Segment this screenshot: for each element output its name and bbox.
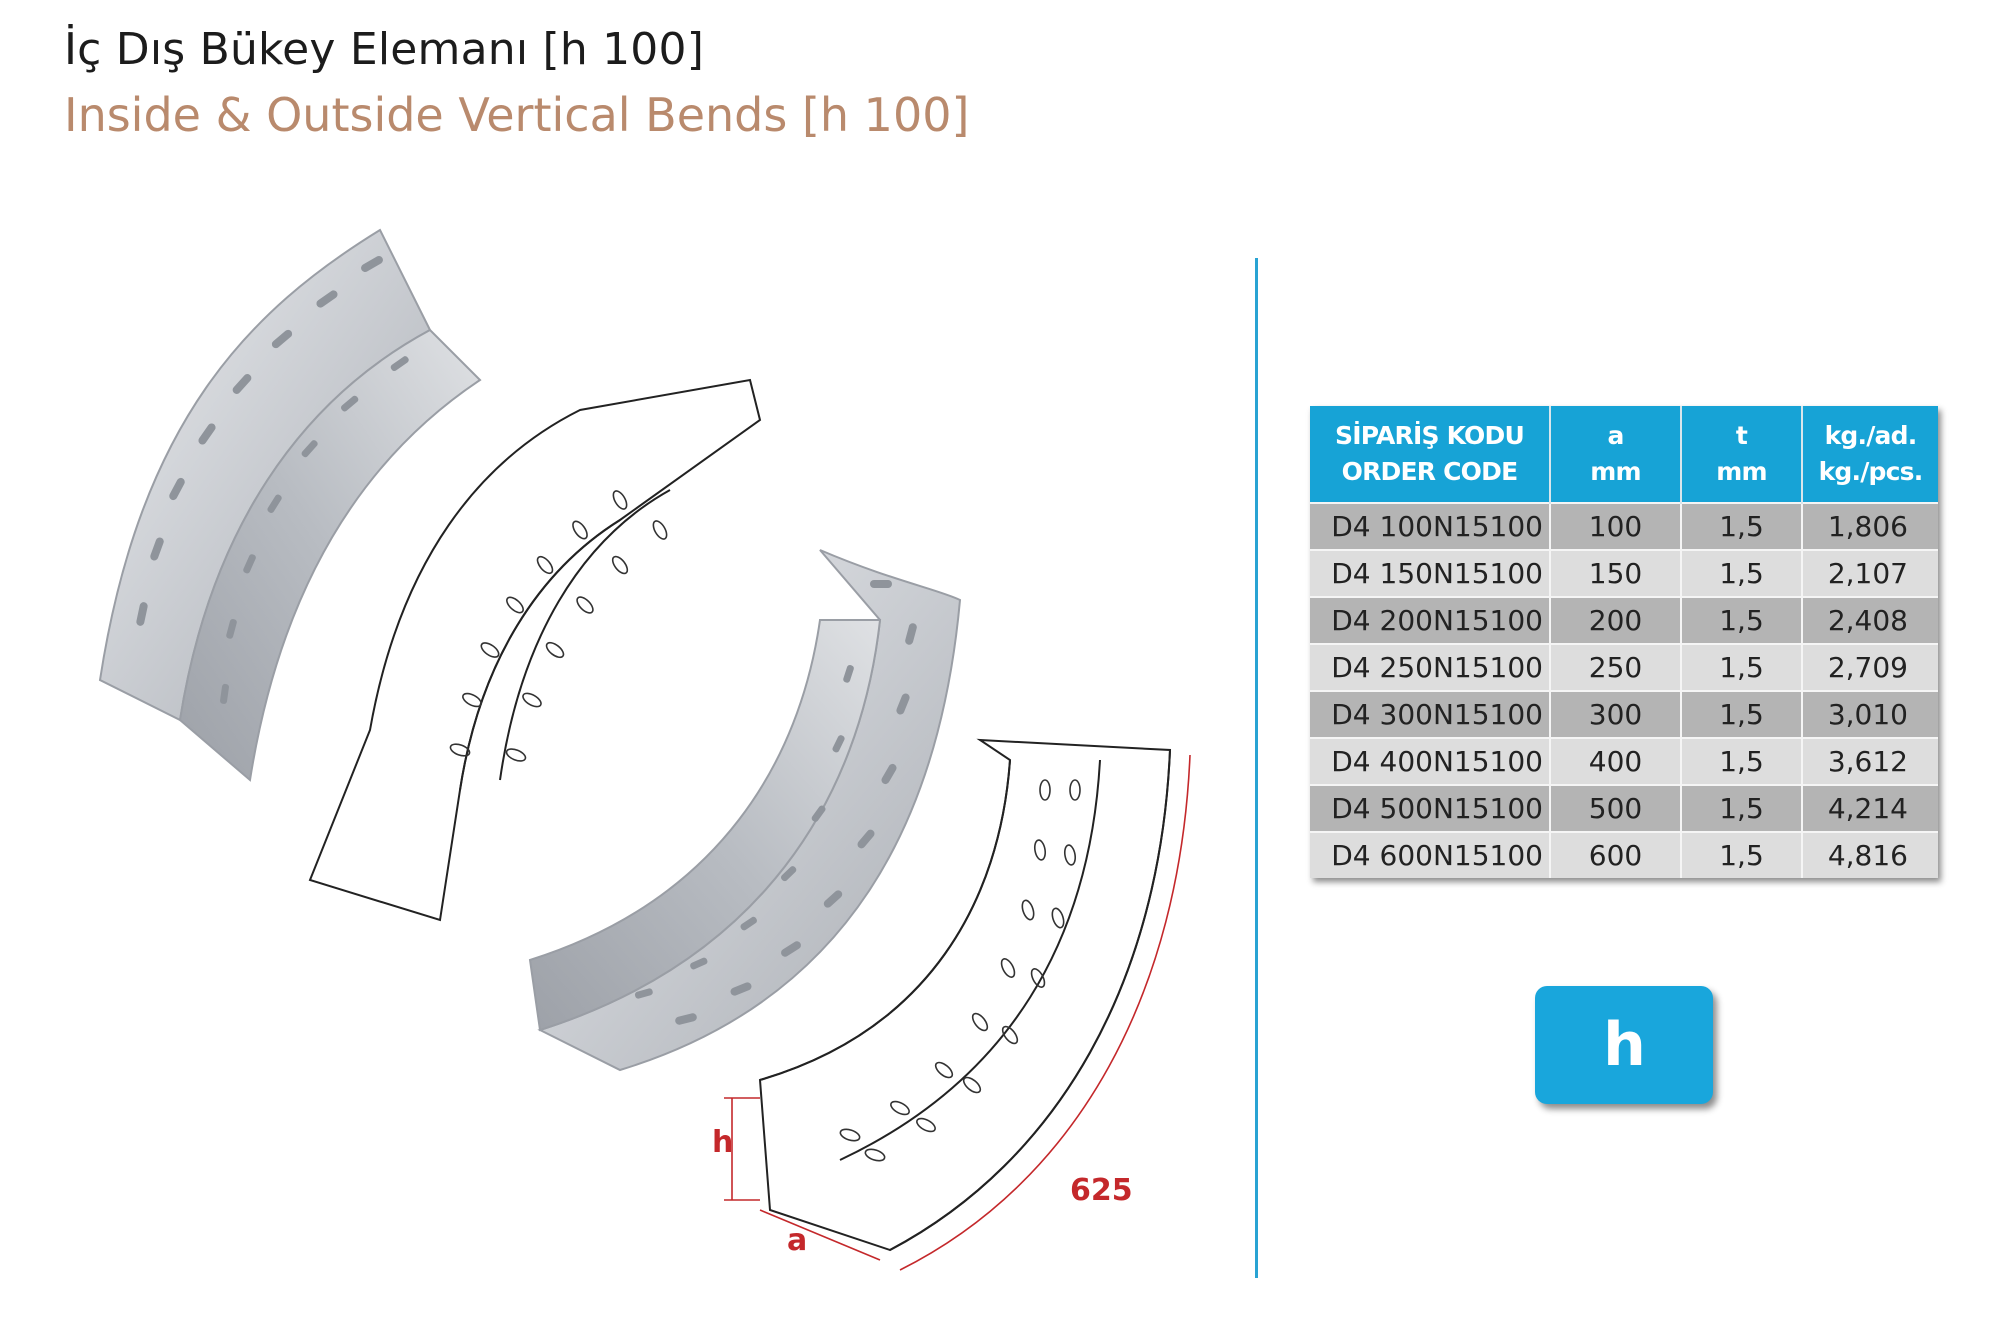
dimension-length-label: 625 [1070, 1173, 1133, 1208]
order-code-cell: D4 400N15100 [1310, 737, 1551, 785]
inside-bend-drawing [308, 378, 762, 922]
t-cell: 1,5 [1681, 643, 1803, 691]
header-a-unit: mm [1590, 457, 1641, 486]
a-cell: 100 [1550, 502, 1682, 550]
table-row: D4 150N15100 150 1,5 2,107 [1310, 549, 1938, 597]
dimension-lines [724, 754, 1191, 1271]
order-code-cell: D4 200N15100 [1310, 596, 1551, 644]
spec-table: SİPARİŞ KODU ORDER CODE a mm t mm kg./ad… [1310, 406, 1938, 878]
spec-table-header: SİPARİŞ KODU ORDER CODE a mm t mm kg./ad… [1310, 406, 1938, 503]
header-order-code: SİPARİŞ KODU ORDER CODE [1310, 406, 1551, 503]
a-cell: 250 [1550, 643, 1682, 691]
header-t: t mm [1681, 406, 1803, 503]
table-row: D4 600N15100 600 1,5 4,816 [1310, 831, 1938, 878]
table-row: D4 200N15100 200 1,5 2,408 [1310, 596, 1938, 644]
t-cell: 1,5 [1681, 596, 1803, 644]
t-cell: 1,5 [1681, 831, 1803, 878]
outside-bend-drawing [758, 738, 1172, 1252]
table-row: D4 500N15100 500 1,5 4,214 [1310, 784, 1938, 832]
inside-bend-photo [98, 228, 482, 782]
height-badge: h 100 [1535, 986, 1713, 1198]
a-cell: 500 [1550, 784, 1682, 832]
header-a-symbol: a [1607, 421, 1624, 450]
weight-cell: 2,107 [1802, 549, 1938, 597]
dimension-h-label: h [712, 1125, 733, 1160]
a-cell: 600 [1550, 831, 1682, 878]
header-weight-en: kg./pcs. [1818, 457, 1924, 486]
weight-cell: 3,010 [1802, 690, 1938, 738]
outside-bend-photo [528, 549, 962, 1072]
table-row: D4 100N15100 100 1,5 1,806 [1310, 502, 1938, 550]
header-t-unit: mm [1716, 457, 1767, 486]
t-cell: 1,5 [1681, 549, 1803, 597]
dimension-a-label: a [787, 1223, 807, 1258]
table-row: D4 400N15100 400 1,5 3,612 [1310, 737, 1938, 785]
header-weight-tr: kg./ad. [1824, 421, 1918, 450]
t-cell: 1,5 [1681, 784, 1803, 832]
vertical-divider [1255, 258, 1258, 1278]
page-title-turkish: İç Dış Bükey Elemanı [h 100] [64, 24, 705, 75]
order-code-cell: D4 300N15100 [1310, 690, 1551, 738]
header-a: a mm [1550, 406, 1682, 503]
table-row: D4 300N15100 300 1,5 3,010 [1310, 690, 1938, 738]
vertical-bends-illustration: h a 625 [98, 228, 1191, 1271]
weight-cell: 4,214 [1802, 784, 1938, 832]
a-cell: 400 [1550, 737, 1682, 785]
t-cell: 1,5 [1681, 737, 1803, 785]
order-code-cell: D4 100N15100 [1310, 502, 1551, 550]
page-title-english: Inside & Outside Vertical Bends [h 100] [64, 88, 970, 142]
weight-cell: 3,612 [1802, 737, 1938, 785]
weight-cell: 2,408 [1802, 596, 1938, 644]
header-t-symbol: t [1735, 421, 1748, 450]
header-order-code-tr: SİPARİŞ KODU [1335, 421, 1525, 450]
header-weight: kg./ad. kg./pcs. [1802, 406, 1938, 503]
weight-cell: 1,806 [1802, 502, 1938, 550]
order-code-cell: D4 600N15100 [1310, 831, 1551, 878]
order-code-cell: D4 150N15100 [1310, 549, 1551, 597]
table-row: D4 250N15100 250 1,5 2,709 [1310, 643, 1938, 691]
header-order-code-en: ORDER CODE [1341, 457, 1519, 486]
t-cell: 1,5 [1681, 502, 1803, 550]
a-cell: 300 [1550, 690, 1682, 738]
weight-cell: 2,709 [1802, 643, 1938, 691]
a-cell: 150 [1550, 549, 1682, 597]
order-code-cell: D4 250N15100 [1310, 643, 1551, 691]
weight-cell: 4,816 [1802, 831, 1938, 878]
t-cell: 1,5 [1681, 690, 1803, 738]
a-cell: 200 [1550, 596, 1682, 644]
order-code-cell: D4 500N15100 [1310, 784, 1551, 832]
